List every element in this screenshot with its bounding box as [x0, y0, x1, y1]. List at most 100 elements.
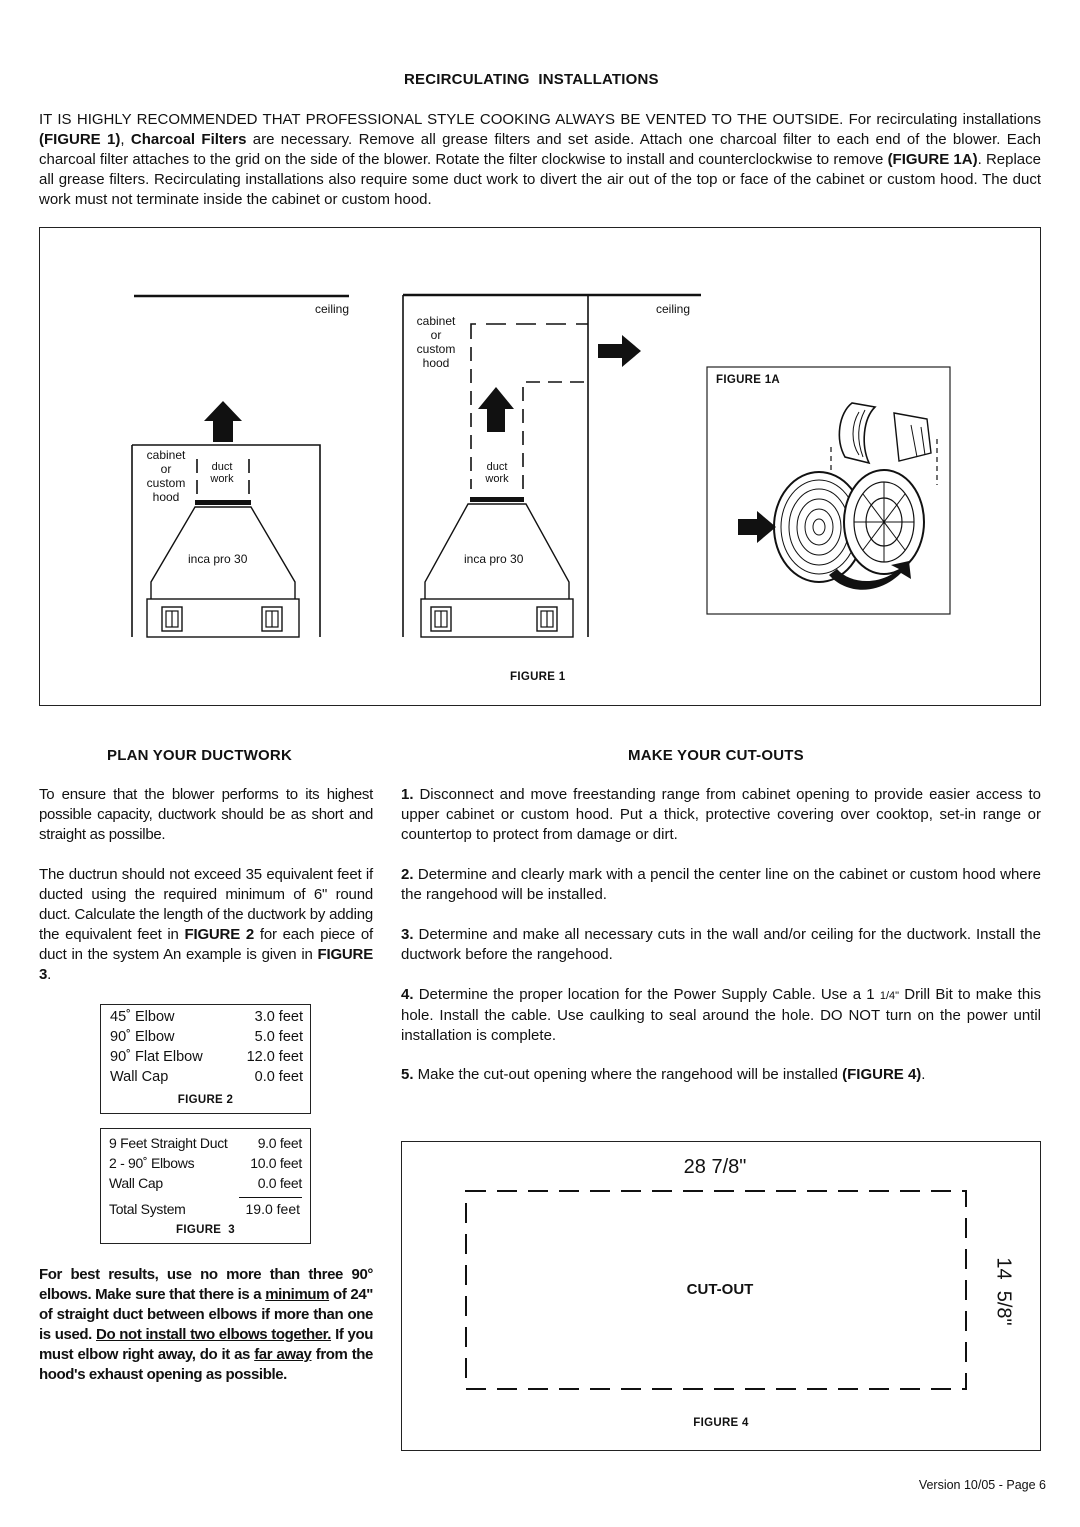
right-cabinet-line4: hood — [422, 356, 450, 370]
left-duct-line2: work — [210, 473, 234, 485]
step-4-text-a: Determine the proper location for the Po… — [413, 986, 880, 1003]
right-cabinet-line1: cabinet — [416, 314, 456, 328]
duct-item: Wall Cap — [109, 1175, 163, 1191]
step-5-text-a: Make the cut-out opening where the range… — [413, 1066, 843, 1083]
figure-2-table: 45˚ Elbow 3.0 feet 90˚ Elbow 5.0 feet 90˚ … — [110, 1007, 303, 1087]
fitting-value: 5.0 feet — [254, 1029, 303, 1045]
recirc-text-sep: , — [120, 131, 131, 148]
figure-1-drawing — [131, 293, 951, 638]
note-no-two-elbows: Do not install two elbows together. — [96, 1326, 332, 1343]
left-light-knob-icon — [161, 606, 183, 632]
figure-1-box — [39, 227, 1041, 706]
figure-1a-insert-arrow — [738, 511, 776, 543]
step-2-text: Determine and clearly mark with a pencil… — [401, 866, 1041, 903]
recirc-text-b: are necessary. Remove all grease filters… — [39, 131, 1041, 168]
left-duct-line1: duct — [211, 461, 233, 473]
step-4-number: 4. — [401, 986, 414, 1003]
recirc-text-c: . Replace all grease filters. Recirculat… — [39, 151, 1041, 208]
table-row: 9 Feet Straight Duct 9.0 feet — [109, 1133, 302, 1153]
total-system-value: 19.0 feet — [245, 1201, 301, 1217]
step-1-number: 1. — [401, 786, 414, 803]
figure-3-caption: FIGURE 3 — [176, 1224, 235, 1236]
left-installation-diagram — [131, 294, 349, 638]
left-cabinet-line4: hood — [152, 490, 180, 504]
figure-4-box — [401, 1141, 1041, 1451]
step-2-number: 2. — [401, 866, 414, 883]
right-duct-line1: duct — [486, 461, 508, 473]
right-light-knob-icon — [430, 606, 452, 632]
total-system-label: Total System — [109, 1201, 186, 1217]
plan-p2-text-c: . — [47, 966, 52, 983]
cutout-width-dimension: 28 7/8" — [683, 1156, 747, 1178]
right-exhaust-collar — [470, 497, 524, 502]
table-row: 90˚ Elbow 5.0 feet — [110, 1027, 303, 1047]
right-duct-lower — [522, 381, 588, 489]
fitting-name: Wall Cap — [110, 1069, 169, 1085]
table-row: Wall Cap 0.0 feet — [109, 1173, 302, 1193]
right-cabinet-line3: custom — [416, 342, 456, 356]
left-cabinet-line2: or — [160, 462, 172, 476]
cutouts-heading: MAKE YOUR CUT-OUTS — [628, 747, 804, 764]
right-ceiling-label: ceiling — [656, 302, 691, 316]
left-exhaust-collar — [195, 500, 251, 505]
step-2: 2. Determine and clearly mark with a pen… — [401, 865, 1041, 905]
recirc-paragraph: IT IS HIGHLY RECOMMENDED THAT PROFESSION… — [39, 110, 1041, 210]
left-model-label: inca pro 30 — [188, 552, 248, 566]
fitting-value: 3.0 feet — [254, 1009, 303, 1025]
left-up-arrow — [204, 401, 242, 442]
duct-item: 9 Feet Straight Duct — [109, 1135, 228, 1151]
step-3: 3. Determine and make all necessary cuts… — [401, 925, 1041, 965]
right-side-arrow — [598, 335, 641, 367]
note-minimum: minimum — [265, 1286, 330, 1303]
duct-value: 0.0 feet — [257, 1175, 303, 1191]
right-duct-upper — [470, 323, 588, 339]
fitting-name: 90˚ Elbow — [110, 1029, 175, 1045]
note-far-away: far away — [254, 1346, 312, 1363]
step-5-number: 5. — [401, 1066, 414, 1083]
cutout-height-dimension: 14 5/8" — [992, 1257, 1015, 1326]
right-duct-label: duct work — [475, 461, 519, 485]
left-cabinet-line1: cabinet — [146, 448, 186, 462]
figure-3-ref: FIGURE 3 — [39, 946, 373, 983]
elbow-note: For best results, use no more than three… — [39, 1265, 373, 1385]
step-1-text: Disconnect and move freestanding range f… — [401, 786, 1041, 843]
table-row: Wall Cap 0.0 feet — [110, 1067, 303, 1087]
left-cabinet-label: cabinet or custom hood — [140, 448, 192, 504]
note-text-b: of 24" of straight duct between elbows i… — [39, 1286, 373, 1343]
right-cabinet-label: cabinet or custom hood — [410, 314, 462, 370]
page-footer: Version 10/05 - Page 6 — [918, 1478, 1046, 1492]
fitting-value: 0.0 feet — [254, 1069, 303, 1085]
step-4-text-b: Drill Bit to make this hole. Install the… — [401, 986, 1041, 1044]
plan-paragraph-2: The ductrun should not exceed 35 equival… — [39, 865, 373, 985]
plan-paragraph-1: To ensure that the blower performs to it… — [39, 786, 373, 843]
note-text-d: from the hood's exhaust opening as possi… — [39, 1346, 373, 1383]
figure-1a-caption: FIGURE 1A — [716, 374, 781, 386]
duct-value: 9.0 feet — [257, 1135, 303, 1151]
plan-heading: PLAN YOUR DUCTWORK — [107, 747, 292, 764]
figure-2-table-box: 45˚ Elbow 3.0 feet 90˚ Elbow 5.0 feet 90˚ … — [100, 1004, 311, 1114]
step-5: 5. Make the cut-out opening where the ra… — [401, 1065, 1041, 1085]
figure-1a-diagram — [706, 366, 951, 615]
step-3-text: Determine and make all necessary cuts in… — [401, 926, 1041, 963]
charcoal-filter-illustration — [773, 402, 938, 590]
figure-2-ref: FIGURE 2 — [184, 926, 255, 943]
right-cabinet-line2: or — [430, 328, 442, 342]
figure-2-caption: FIGURE 2 — [177, 1094, 234, 1106]
fitting-name: 90˚ Flat Elbow — [110, 1049, 203, 1065]
fitting-value: 12.0 feet — [246, 1049, 303, 1065]
table-row: 90˚ Flat Elbow 12.0 feet — [110, 1047, 303, 1067]
plan-p2-text-b: for each piece of duct in the system An … — [39, 926, 373, 963]
figure-1a-ref: (FIGURE 1A) — [887, 151, 978, 168]
cutout-label: CUT-OUT — [686, 1281, 754, 1298]
table-row: 45˚ Elbow 3.0 feet — [110, 1007, 303, 1027]
right-model-label: inca pro 30 — [464, 552, 524, 566]
step-1: 1. Disconnect and move freestanding rang… — [401, 785, 1041, 845]
fitting-name: 45˚ Elbow — [110, 1009, 175, 1025]
step-3-number: 3. — [401, 926, 414, 943]
left-fan-knob-icon — [261, 606, 283, 632]
recirc-text-a: IT IS HIGHLY RECOMMENDED THAT PROFESSION… — [39, 111, 1041, 128]
left-cabinet-line3: custom — [146, 476, 186, 490]
left-ceiling-label: ceiling — [315, 302, 350, 316]
